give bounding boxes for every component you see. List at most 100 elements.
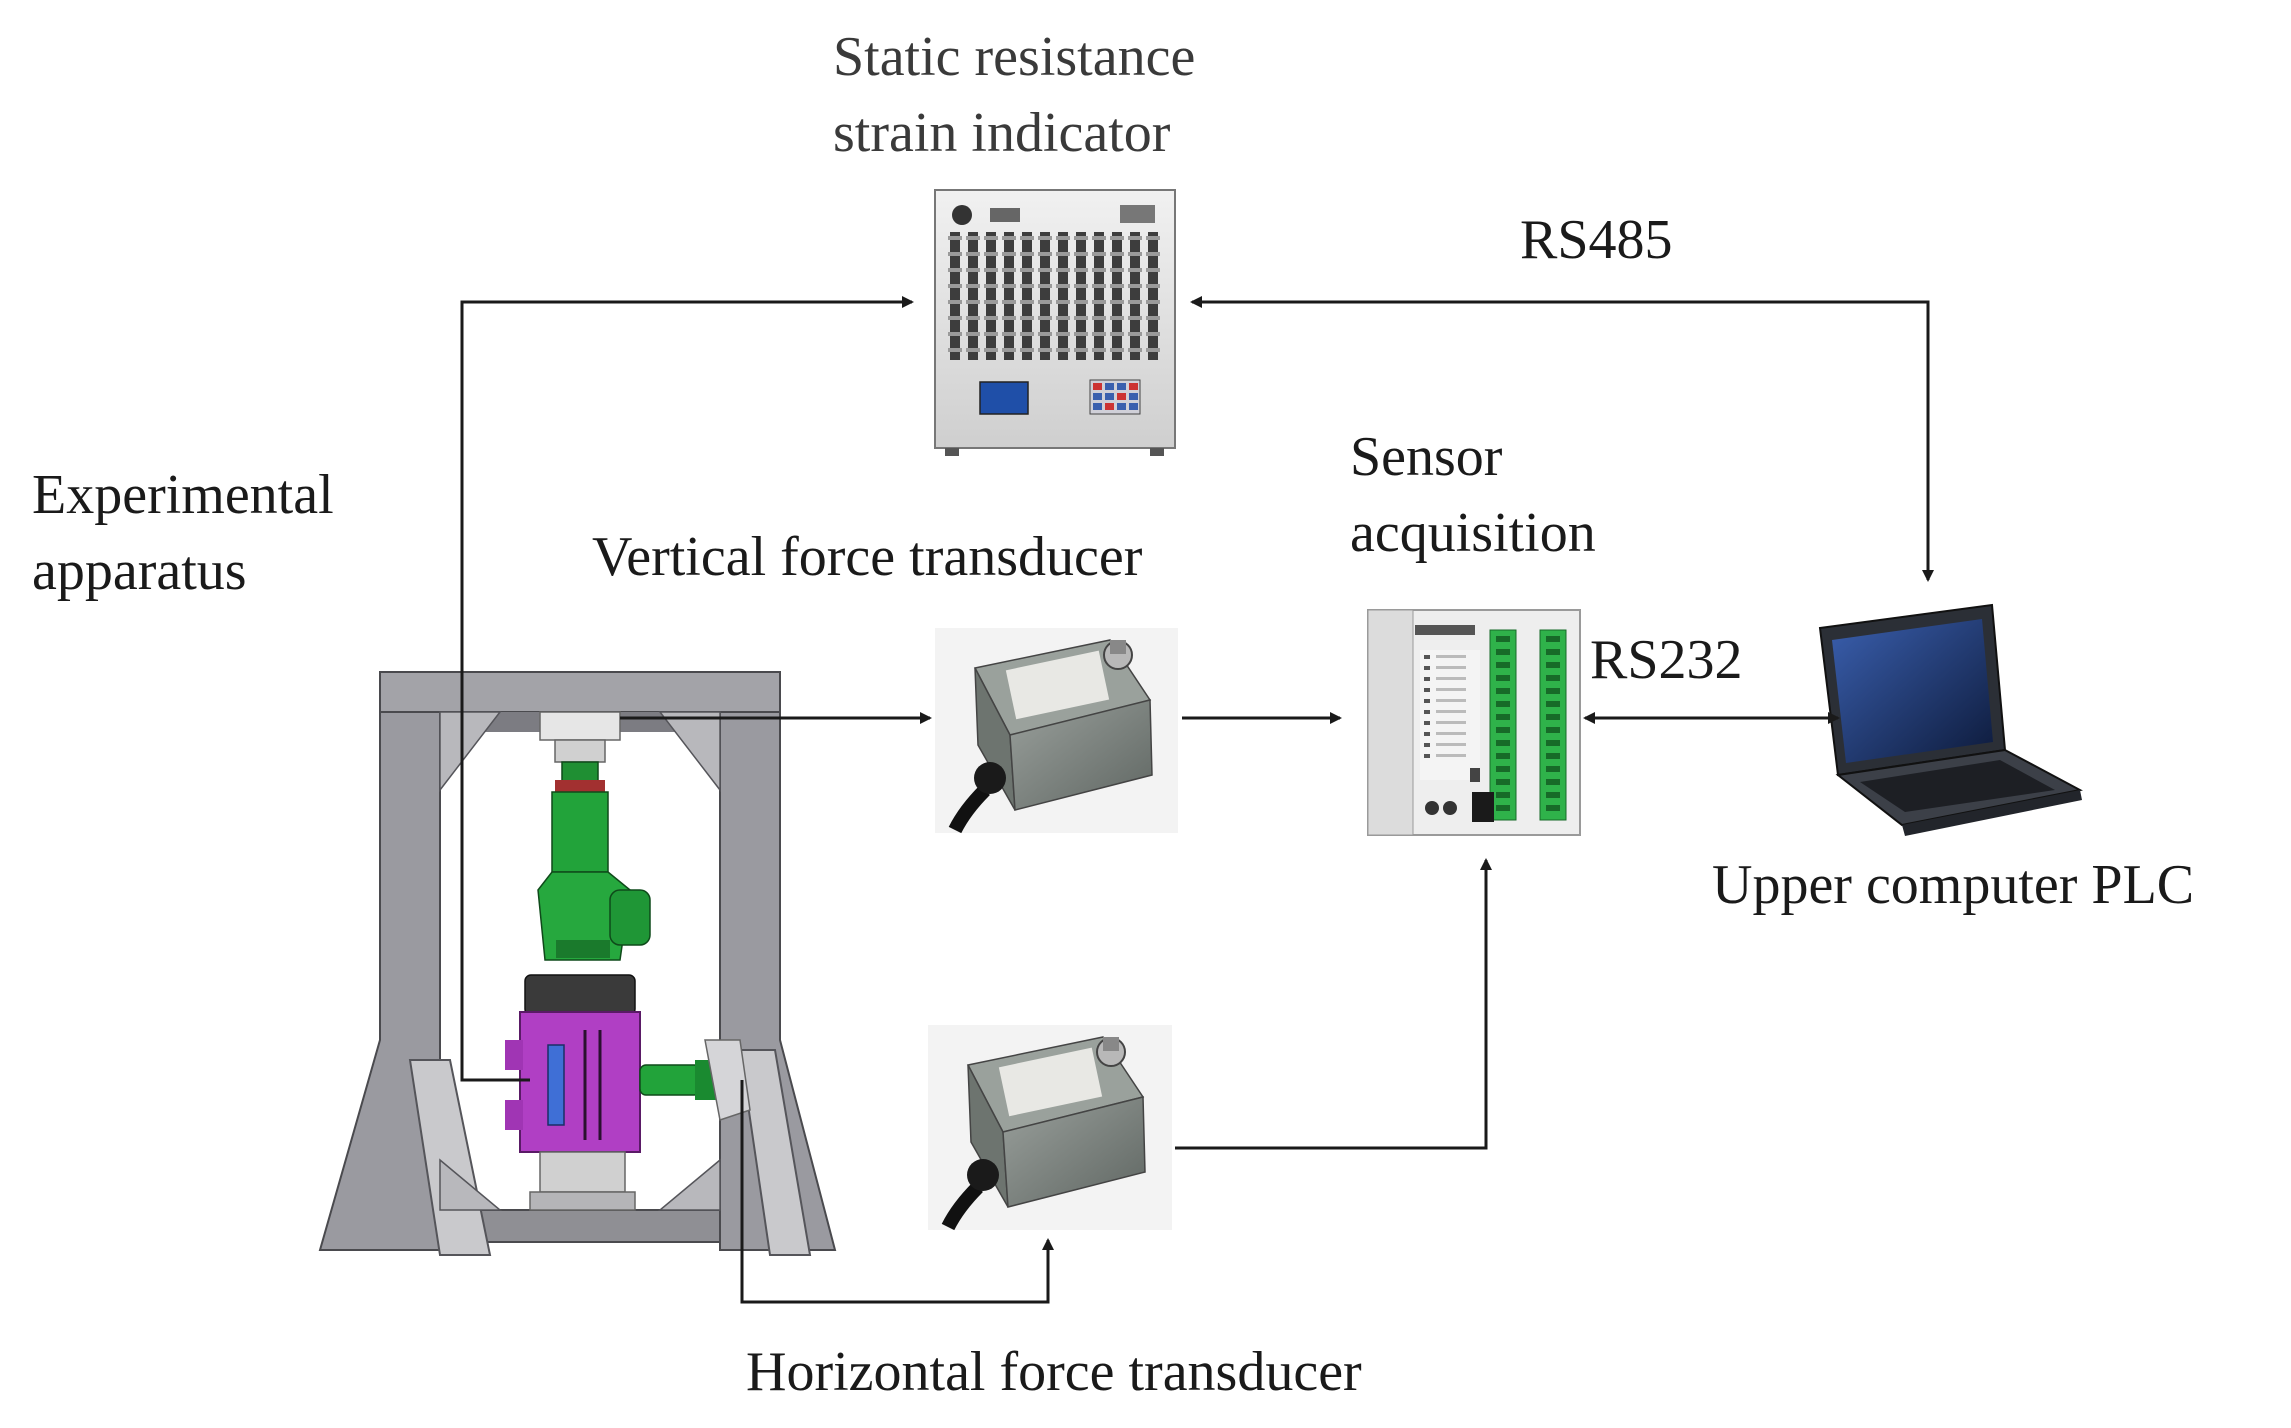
- terminal-strip: [1539, 629, 1567, 821]
- channel-terminal: [1074, 268, 1088, 272]
- experimental-apparatus-label-line-1: Experimental: [32, 464, 334, 526]
- led-caption: [1436, 721, 1466, 724]
- terminal-screw: [1546, 753, 1560, 759]
- terminal-screw: [1546, 727, 1560, 733]
- channel-terminal: [1110, 348, 1124, 352]
- terminal-screw: [1546, 662, 1560, 668]
- led-caption: [1436, 677, 1466, 680]
- channel-terminal: [1146, 236, 1160, 240]
- channel-terminal: [966, 316, 980, 320]
- terminal-screw: [1496, 766, 1510, 772]
- channel-column: [1112, 232, 1122, 360]
- channel-terminal: [1038, 252, 1052, 256]
- channel-terminal: [1074, 284, 1088, 288]
- channel-terminal: [984, 332, 998, 336]
- channel-terminal: [1002, 252, 1016, 256]
- strain-indicator-label-line-1: Static resistance: [833, 26, 1196, 88]
- keypad-key: [1117, 403, 1126, 410]
- terminal-screw: [1546, 636, 1560, 642]
- channel-column: [1022, 232, 1032, 360]
- channel-terminal: [1146, 300, 1160, 304]
- terminal-screw: [1496, 662, 1510, 668]
- rs485-label: RS485: [1520, 209, 1673, 271]
- channel-terminal: [1074, 236, 1088, 240]
- channel-terminal: [1110, 268, 1124, 272]
- channel-terminal: [966, 348, 980, 352]
- channel-terminal: [1038, 300, 1052, 304]
- led: [1424, 677, 1430, 681]
- channel-terminal: [1092, 236, 1106, 240]
- led: [1424, 743, 1430, 747]
- rs232-label: RS232: [1590, 629, 1743, 691]
- horizontal-transducer-label: Horizontal force transducer: [746, 1341, 1362, 1403]
- terminal-strip: [1489, 629, 1517, 821]
- keypad-key: [1117, 393, 1126, 400]
- channel-terminal: [1056, 316, 1070, 320]
- channel-terminal: [1020, 300, 1034, 304]
- strain-indicator-label: Static resistance strain indicator: [833, 20, 1195, 171]
- channel-terminal: [984, 252, 998, 256]
- status-leds: [1424, 655, 1466, 758]
- terminal-screw: [1496, 649, 1510, 655]
- link-horizontal-transducer-to-plc: [1175, 858, 1492, 1150]
- channel-terminal: [966, 300, 980, 304]
- experimental-apparatus: [318, 671, 837, 1256]
- channel-column: [1076, 232, 1086, 360]
- channel-terminal: [1002, 284, 1016, 288]
- keypad-key: [1105, 383, 1114, 390]
- terminal-screw: [1546, 714, 1560, 720]
- keypad-key: [1105, 393, 1114, 400]
- channel-terminal: [1092, 316, 1106, 320]
- channel-terminal: [1020, 348, 1034, 352]
- channel-terminal: [1110, 252, 1124, 256]
- terminal-screw: [1496, 779, 1510, 785]
- terminal-screw: [1546, 675, 1560, 681]
- keypad-key: [1105, 403, 1114, 410]
- channel-column: [968, 232, 978, 360]
- channel-terminal: [1146, 332, 1160, 336]
- led: [1424, 710, 1430, 714]
- channel-terminal: [1038, 268, 1052, 272]
- channel-terminal: [1110, 236, 1124, 240]
- channel-terminal: [1038, 316, 1052, 320]
- channel-terminal: [1110, 316, 1124, 320]
- terminal-screw: [1546, 792, 1560, 798]
- channel-terminal: [984, 316, 998, 320]
- led-caption: [1436, 732, 1466, 735]
- channel-terminal: [1146, 348, 1160, 352]
- channel-terminal: [1092, 252, 1106, 256]
- terminal-screw: [1496, 805, 1510, 811]
- channel-terminal: [1110, 332, 1124, 336]
- led: [1424, 754, 1430, 758]
- channel-terminal: [966, 268, 980, 272]
- link-rs485: [1190, 296, 1934, 582]
- channel-terminal: [948, 348, 962, 352]
- channel-terminal: [1128, 236, 1142, 240]
- led-caption: [1436, 688, 1466, 691]
- channel-terminal: [948, 300, 962, 304]
- terminal-screw: [1496, 727, 1510, 733]
- channel-terminal: [1074, 252, 1088, 256]
- channel-terminal: [1128, 316, 1142, 320]
- keypad-key: [1093, 403, 1102, 410]
- channel-terminal: [966, 332, 980, 336]
- led: [1424, 732, 1430, 736]
- channel-terminal: [1056, 268, 1070, 272]
- channel-terminal: [1038, 332, 1052, 336]
- terminal-screw: [1496, 714, 1510, 720]
- channel-terminal: [1038, 348, 1052, 352]
- channel-terminal: [1074, 348, 1088, 352]
- led-caption: [1436, 743, 1466, 746]
- link-apparatus-to-strain-indicator: [460, 296, 914, 1082]
- channel-terminal: [1020, 268, 1034, 272]
- channel-columns: [948, 232, 1160, 360]
- channel-terminal: [1092, 348, 1106, 352]
- vertical-transducer-label: Vertical force transducer: [592, 526, 1143, 588]
- channel-terminal: [1128, 332, 1142, 336]
- channel-terminal: [1146, 284, 1160, 288]
- channel-terminal: [1110, 284, 1124, 288]
- channel-terminal: [1074, 316, 1088, 320]
- channel-terminal: [1128, 284, 1142, 288]
- channel-terminal: [1056, 284, 1070, 288]
